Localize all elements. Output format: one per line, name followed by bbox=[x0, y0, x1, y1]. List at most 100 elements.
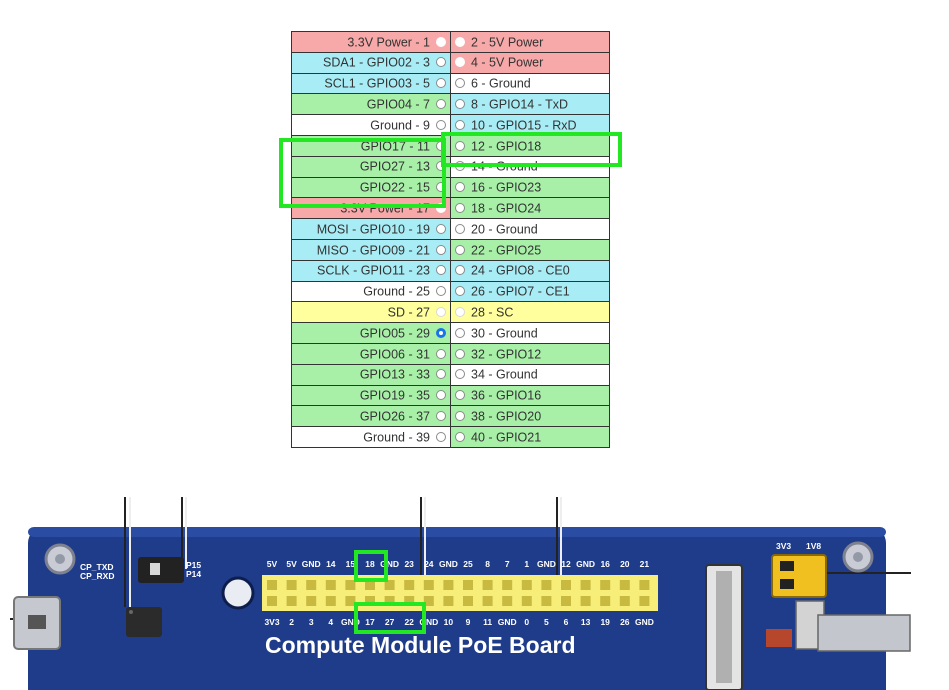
radio-icon[interactable] bbox=[455, 182, 465, 193]
radio-icon[interactable] bbox=[455, 244, 465, 255]
pin-cell-left[interactable]: SD - 27 bbox=[291, 301, 451, 324]
header-pin bbox=[600, 580, 611, 590]
pin-cell-left[interactable]: 3.3V Power - 1 bbox=[291, 31, 451, 53]
radio-icon[interactable] bbox=[436, 286, 446, 297]
pin-cell-right[interactable]: 18 - GPIO24 bbox=[450, 197, 610, 220]
radio-icon[interactable] bbox=[436, 348, 446, 359]
radio-icon[interactable] bbox=[455, 223, 465, 234]
pin-cell-left[interactable]: GPIO04 - 7 bbox=[291, 93, 451, 116]
header-label: 24 bbox=[424, 559, 434, 569]
pin-cell-right[interactable]: 36 - GPIO16 bbox=[450, 384, 610, 407]
pin-cell-left[interactable]: Ground - 9 bbox=[291, 114, 451, 136]
pin-cell-left[interactable]: GPIO26 - 37 bbox=[291, 405, 451, 428]
pin-cell-right[interactable]: 4 - 5V Power bbox=[450, 51, 610, 74]
pin-label: 10 - GPIO15 - RxD bbox=[471, 118, 577, 133]
pin-cell-left[interactable]: GPIO06 - 31 bbox=[291, 342, 451, 365]
radio-icon[interactable] bbox=[436, 431, 446, 442]
radio-icon[interactable] bbox=[436, 78, 446, 89]
radio-icon[interactable] bbox=[436, 410, 446, 421]
radio-icon[interactable] bbox=[455, 119, 465, 130]
radio-icon[interactable] bbox=[436, 57, 446, 68]
pin-cell-left[interactable]: GPIO05 - 29 bbox=[291, 322, 451, 344]
pin-cell-right[interactable]: 6 - Ground bbox=[450, 72, 610, 95]
pin-cell-left[interactable]: MOSI - GPIO10 - 19 bbox=[291, 218, 451, 240]
pin-label: 30 - Ground bbox=[471, 326, 538, 341]
pin-cell-right[interactable]: 28 - SC bbox=[450, 301, 610, 324]
pin-cell-right[interactable]: 8 - GPIO14 - TxD bbox=[450, 93, 610, 116]
radio-selected-icon[interactable] bbox=[436, 327, 446, 338]
radio-icon[interactable] bbox=[455, 36, 465, 47]
header-label: GND bbox=[635, 617, 654, 627]
pin-cell-right[interactable]: 16 - GPIO23 bbox=[450, 176, 610, 199]
radio-icon[interactable] bbox=[455, 390, 465, 401]
pin-cell-right[interactable]: 12 - GPIO18 bbox=[450, 134, 610, 157]
header-pin bbox=[423, 580, 434, 590]
pin-cell-left[interactable]: GPIO13 - 33 bbox=[291, 363, 451, 386]
radio-icon[interactable] bbox=[455, 431, 465, 442]
radio-icon[interactable] bbox=[455, 327, 465, 338]
header-pin-grid bbox=[267, 580, 650, 606]
radio-icon[interactable] bbox=[436, 265, 446, 276]
pin-row: GPIO05 - 29 30 - Ground bbox=[291, 322, 610, 344]
header-pin bbox=[619, 596, 630, 606]
pin-cell-left[interactable]: SCL1 - GPIO03 - 5 bbox=[291, 72, 451, 95]
pin-cell-right[interactable]: 24 - GPIO8 - CE0 bbox=[450, 259, 610, 282]
header-label: 22 bbox=[404, 617, 414, 627]
radio-icon[interactable] bbox=[436, 119, 446, 130]
radio-icon[interactable] bbox=[436, 98, 446, 109]
header-pin bbox=[639, 596, 650, 606]
pin-cell-left[interactable]: 3.3V Power - 17 bbox=[291, 197, 451, 220]
radio-icon[interactable] bbox=[455, 140, 465, 151]
pin-cell-left[interactable]: SCLK - GPIO11 - 23 bbox=[291, 259, 451, 282]
usb-port-left bbox=[13, 596, 61, 650]
radio-icon[interactable] bbox=[455, 78, 465, 89]
header-pin bbox=[521, 596, 532, 606]
header-pin bbox=[502, 580, 513, 590]
header-pin bbox=[502, 596, 513, 606]
radio-icon[interactable] bbox=[455, 410, 465, 421]
pin-label: 24 - GPIO8 - CE0 bbox=[471, 264, 570, 279]
pin-cell-right[interactable]: 38 - GPIO20 bbox=[450, 405, 610, 428]
header-label: 13 bbox=[581, 617, 591, 627]
header-pin bbox=[443, 580, 454, 590]
radio-icon[interactable] bbox=[455, 57, 465, 68]
pin-cell-right[interactable]: 10 - GPIO15 - RxD bbox=[450, 114, 610, 136]
pin-cell-right[interactable]: 34 - Ground bbox=[450, 363, 610, 386]
pin-cell-right[interactable]: 20 - Ground bbox=[450, 218, 610, 240]
radio-icon[interactable] bbox=[455, 265, 465, 276]
pin-cell-left[interactable]: GPIO19 - 35 bbox=[291, 384, 451, 407]
header-label: 4 bbox=[328, 617, 333, 627]
pin-cell-left[interactable]: SDA1 - GPIO02 - 3 bbox=[291, 51, 451, 74]
pin-cell-left[interactable]: Ground - 25 bbox=[291, 280, 451, 303]
pin-cell-right[interactable]: 22 - GPIO25 bbox=[450, 238, 610, 261]
radio-icon[interactable] bbox=[455, 202, 465, 213]
pin-cell-left[interactable]: MISO - GPIO09 - 21 bbox=[291, 238, 451, 261]
header-label: 21 bbox=[640, 559, 650, 569]
pin-cell-left[interactable]: Ground - 39 bbox=[291, 426, 451, 448]
radio-icon[interactable] bbox=[455, 286, 465, 297]
header-pin bbox=[580, 580, 591, 590]
radio-icon[interactable] bbox=[436, 369, 446, 380]
radio-icon[interactable] bbox=[455, 348, 465, 359]
radio-icon[interactable] bbox=[436, 36, 446, 47]
radio-icon[interactable] bbox=[436, 223, 446, 234]
pin-cell-right[interactable]: 32 - GPIO12 bbox=[450, 342, 610, 365]
radio-icon[interactable] bbox=[436, 390, 446, 401]
radio-icon[interactable] bbox=[455, 98, 465, 109]
pin-cell-right[interactable]: 26 - GPIO7 - CE1 bbox=[450, 280, 610, 303]
radio-icon[interactable] bbox=[436, 306, 446, 317]
radio-icon[interactable] bbox=[436, 244, 446, 255]
pin-cell-right[interactable]: 30 - Ground bbox=[450, 322, 610, 344]
pin-cell-right[interactable]: 40 - GPIO21 bbox=[450, 426, 610, 448]
radio-icon[interactable] bbox=[455, 369, 465, 380]
pin-cell-right[interactable]: 2 - 5V Power bbox=[450, 31, 610, 53]
header-pin bbox=[541, 596, 552, 606]
radio-icon[interactable] bbox=[455, 306, 465, 317]
header-label: 7 bbox=[505, 559, 510, 569]
header-pin bbox=[325, 596, 336, 606]
